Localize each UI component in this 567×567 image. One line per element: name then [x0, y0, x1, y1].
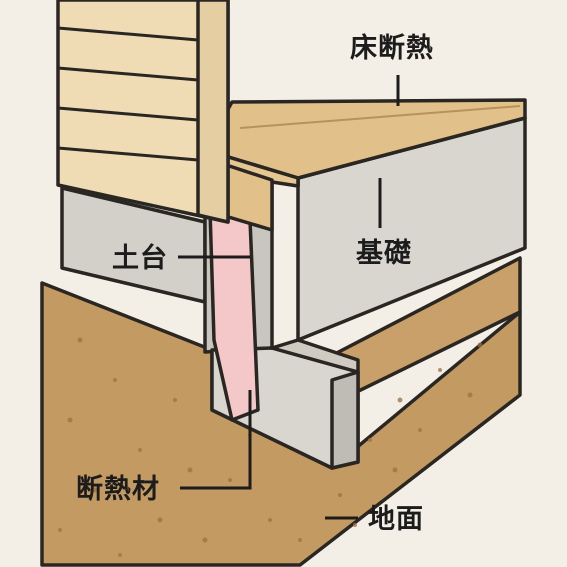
label-foundation: 基礎 — [356, 238, 412, 269]
label-floor-insulation: 床断熱 — [350, 32, 434, 64]
label-sill-plate: 土台 — [112, 242, 168, 274]
label-ground: 地面 — [368, 504, 424, 535]
leader-insulation — [180, 390, 252, 490]
leader-lines — [178, 75, 400, 520]
label-insulation: 断熱材 — [76, 474, 160, 505]
siding-wall — [56, 0, 230, 224]
